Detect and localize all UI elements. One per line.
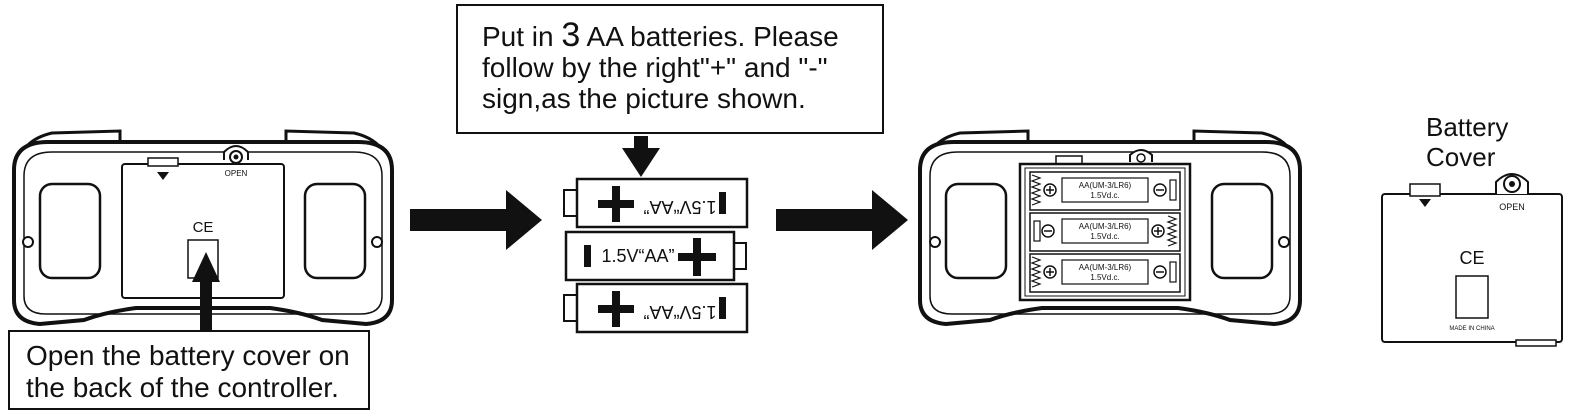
instruction-open-line2: the back of the controller. <box>26 372 339 403</box>
battery-cover-detail: OPEN CE MADE IN CHINA <box>1381 173 1563 347</box>
slot1-voltage: 1.5Vd.c. <box>1090 191 1119 200</box>
battery-cover-title-line2: Cover <box>1426 142 1496 172</box>
instruction-battery-count: 3 <box>561 16 581 54</box>
battery-cover-title-line1: Battery <box>1426 112 1509 142</box>
battery-top-label: 1.5V“AA” <box>643 197 716 217</box>
instruction-line1-post: AA batteries. Please <box>580 21 839 52</box>
battery-middle-label: 1.5V“AA” <box>601 246 674 266</box>
controller-back-open: AA(UM-3/LR6) 1.5Vd.c. AA(UM-3/LR6) 1.5Vd… <box>918 129 1302 327</box>
battery-bottom: 1.5V“AA” <box>563 282 749 334</box>
cover-open-label: OPEN <box>1499 202 1525 212</box>
battery-top: 1.5V“AA” <box>563 177 749 229</box>
pointer-arrow-down <box>622 136 660 177</box>
instruction-batteries-line1: Put in 3 AA batteries. Please <box>482 18 882 52</box>
slot3-type: AA(UM-3/LR6) <box>1079 263 1132 272</box>
slot2-type: AA(UM-3/LR6) <box>1079 222 1132 231</box>
battery-middle: 1.5V“AA” <box>564 230 747 282</box>
instruction-open-line1: Open the battery cover on <box>26 340 350 371</box>
instruction-batteries-line2: follow by the right"+" and "-" <box>482 52 828 83</box>
slot2-voltage: 1.5Vd.c. <box>1090 232 1119 241</box>
instruction-line1-pre: Put in <box>482 21 562 52</box>
instruction-open-cover: Open the battery cover on the back of th… <box>8 330 370 410</box>
step-arrow-1 <box>410 190 542 250</box>
slot1-type: AA(UM-3/LR6) <box>1079 181 1132 190</box>
battery-cover-title: Battery Cover <box>1426 112 1508 172</box>
controller-back-closed: OPEN CE <box>12 129 394 327</box>
slot3-voltage: 1.5Vd.c. <box>1090 273 1119 282</box>
battery-bottom-label: 1.5V“AA” <box>643 302 716 322</box>
instruction-insert-batteries: Put in 3 AA batteries. Please follow by … <box>456 4 884 134</box>
cover-made-in: MADE IN CHINA <box>1449 326 1494 332</box>
cover-ce-mark: CE <box>1459 248 1484 268</box>
pointer-arrow-up <box>192 252 220 332</box>
controller-ce-mark: CE <box>193 219 214 236</box>
instruction-batteries-line3: sign,as the picture shown. <box>482 83 806 114</box>
controller-open-label: OPEN <box>225 169 248 178</box>
step-arrow-2 <box>776 190 908 250</box>
